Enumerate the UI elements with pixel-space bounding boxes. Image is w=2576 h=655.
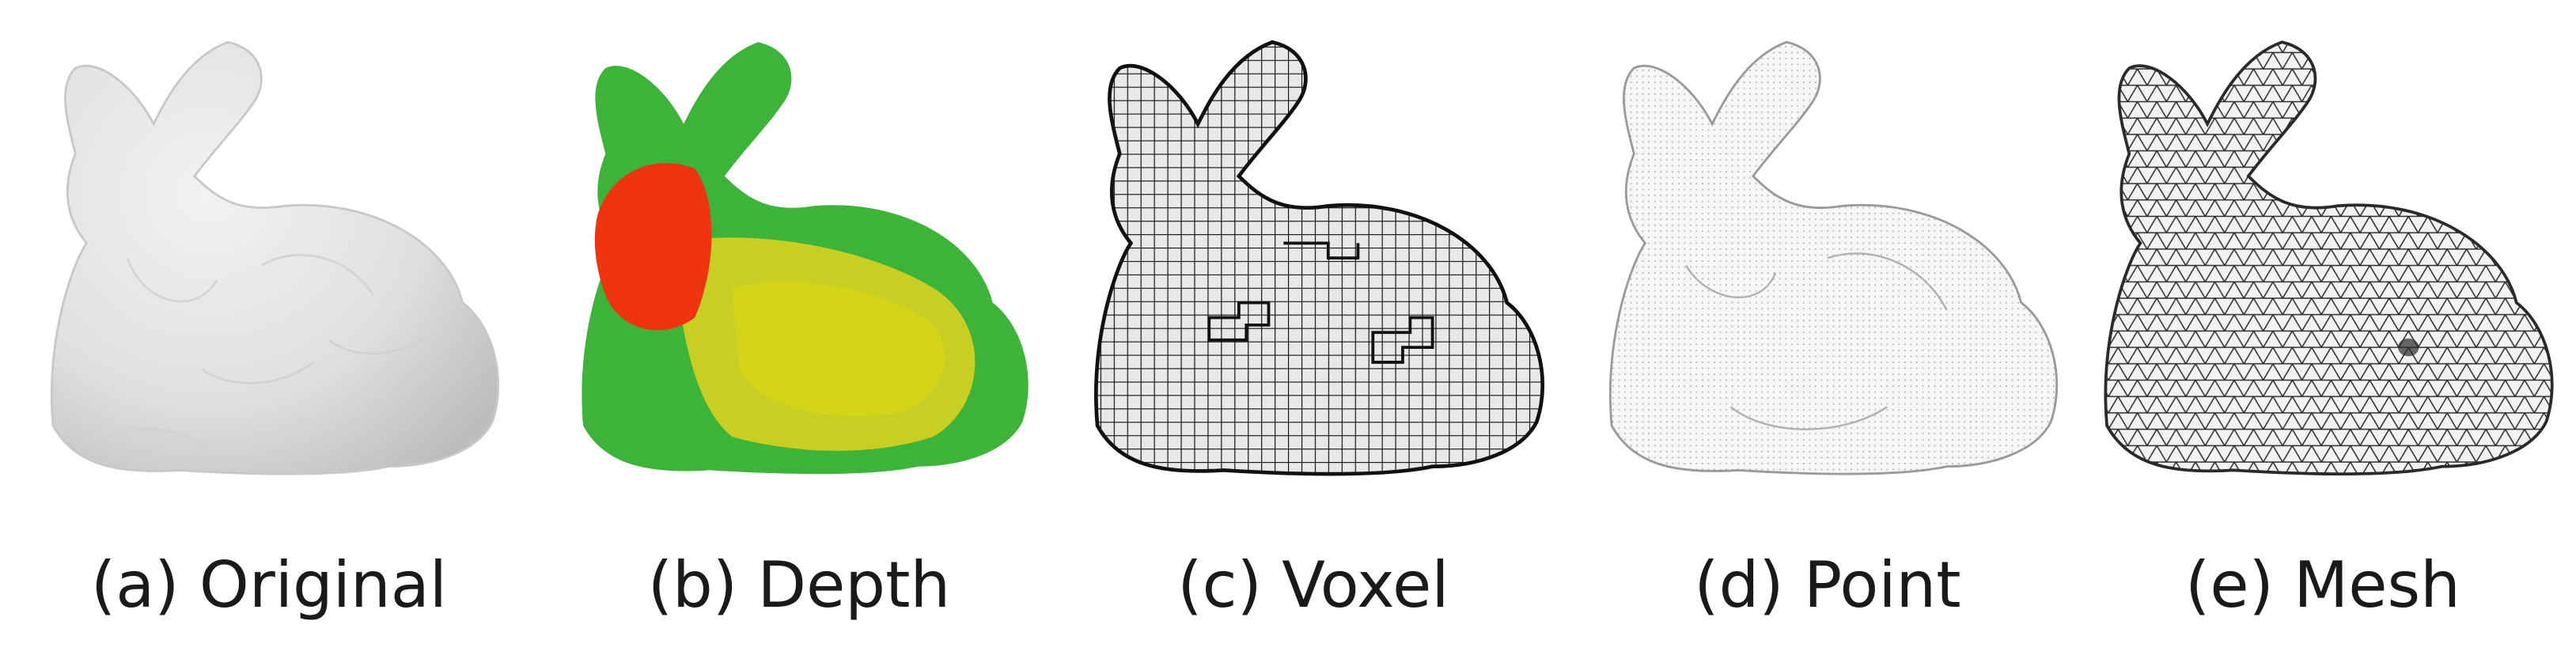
panel-depth: (b) Depth bbox=[546, 0, 1052, 655]
panel-mesh: (e) Mesh bbox=[2070, 0, 2576, 655]
caption-depth: (b) Depth bbox=[647, 548, 951, 622]
bunny-mesh-image bbox=[2104, 40, 2554, 476]
caption-point: (d) Point bbox=[1694, 548, 1961, 622]
caption-mesh: (e) Mesh bbox=[2185, 548, 2460, 622]
bunny-voxel-image bbox=[1060, 0, 1566, 546]
panel-voxel: (c) Voxel bbox=[1060, 0, 1566, 655]
bunny-depth-image bbox=[581, 42, 1029, 475]
caption-original: (a) Original bbox=[91, 548, 447, 622]
bunny-point-image bbox=[1608, 40, 2059, 475]
panel-point: (d) Point bbox=[1574, 0, 2081, 655]
bunny-original-image bbox=[50, 40, 500, 475]
panel-original: (a) Original bbox=[16, 0, 522, 655]
caption-voxel: (c) Voxel bbox=[1177, 548, 1449, 622]
